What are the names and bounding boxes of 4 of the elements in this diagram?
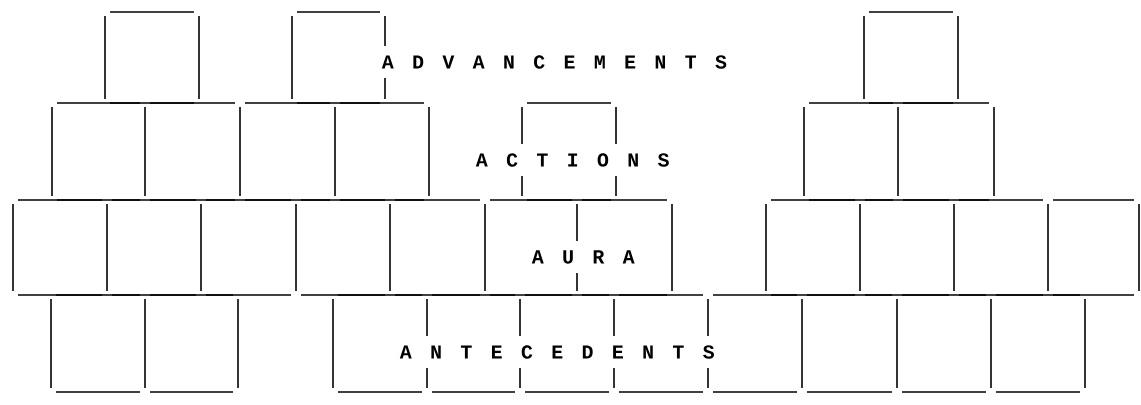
word-label: A C T I O N S [475,153,669,167]
word-label: A N T E C E D E N T S [399,345,714,359]
word-label: A U R A [531,250,635,264]
word-label: A D V A N C E M E N T S [381,55,727,69]
